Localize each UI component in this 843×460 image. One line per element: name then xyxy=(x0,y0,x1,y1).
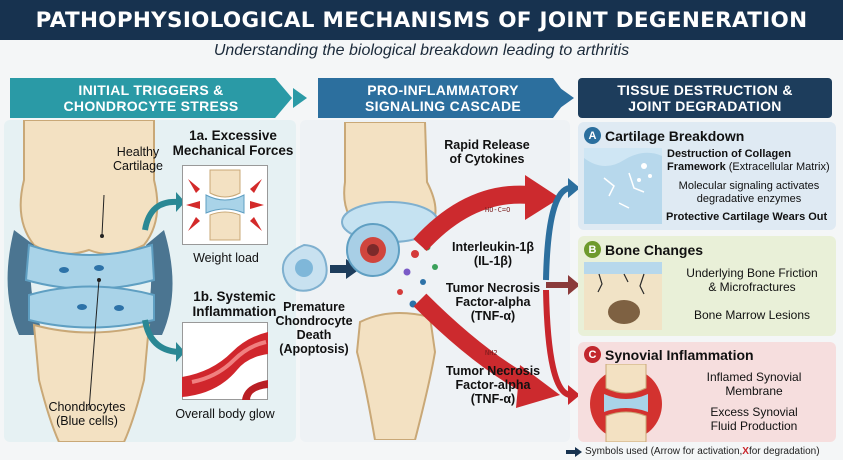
legend-suffix: for degradation) xyxy=(748,446,820,457)
page-subtitle: Understanding the biological breakdown l… xyxy=(213,42,630,59)
badge-a: A xyxy=(584,127,601,144)
cartilage-breakdown-icon xyxy=(584,148,662,224)
card-c-title: C Synovial Inflammation xyxy=(584,346,754,363)
mechanical-forces-icon xyxy=(182,165,268,245)
card-a-title: A Cartilage Breakdown xyxy=(584,127,744,144)
collagen-label: Destruction of Collagen Framework (Extra… xyxy=(667,148,830,173)
knee-joint-illustration xyxy=(7,120,173,442)
title-banner: PATHOPHYSIOLOGICAL MECHANISMS OF JOINT D… xyxy=(0,0,843,40)
bone-friction-label: Underlying Bone Friction& Microfractures xyxy=(686,266,818,294)
cytokine-arrows: HO-C=O NH2 xyxy=(413,175,560,408)
death-arrow xyxy=(330,259,360,279)
card-b-title: B Bone Changes xyxy=(584,241,703,258)
svg-text:HO-C=O: HO-C=O xyxy=(485,206,510,214)
header-tissue-destruction: TISSUE DESTRUCTION &JOINT DEGRADATION xyxy=(578,78,832,118)
svg-text:NH2: NH2 xyxy=(485,349,498,357)
wears-out-label: Protective Cartilage Wears Out xyxy=(666,211,828,223)
bone-marrow-label: Bone Marrow Lesions xyxy=(693,308,811,322)
branch-arrows xyxy=(543,178,580,405)
badge-b: B xyxy=(584,241,601,258)
weight-load-label: Weight load xyxy=(193,251,259,265)
synovial-joint-icon xyxy=(590,364,662,442)
legend-x: X xyxy=(742,446,749,457)
legend-prefix: Symbols used (Arrow for activation, xyxy=(585,446,743,457)
legend-arrow-icon xyxy=(566,446,582,457)
badge-c: C xyxy=(584,346,601,363)
body-glow-label: Overall body glow xyxy=(175,407,275,421)
inflamed-joint-illustration xyxy=(341,122,439,440)
bone-changes-icon xyxy=(584,262,662,330)
chondrocyte-cell-icon xyxy=(282,243,328,292)
header-initial-triggers: INITIAL TRIGGERS &CHONDROCYTE STRESS xyxy=(10,78,292,118)
legend: Symbols used (Arrow for activation, X fo… xyxy=(566,446,820,457)
chondrocytes-label: Chondrocytes(Blue cells) xyxy=(48,400,126,428)
knee-to-triggers-arrows xyxy=(142,192,185,362)
header-arrow-1 xyxy=(293,88,307,108)
blood-vessel-icon xyxy=(182,322,268,400)
header-arrow-2 xyxy=(560,88,574,108)
page-title: PATHOPHYSIOLOGICAL MECHANISMS OF JOINT D… xyxy=(35,7,808,33)
il1-label: Interleukin-1β(IL-1β) xyxy=(452,240,534,268)
